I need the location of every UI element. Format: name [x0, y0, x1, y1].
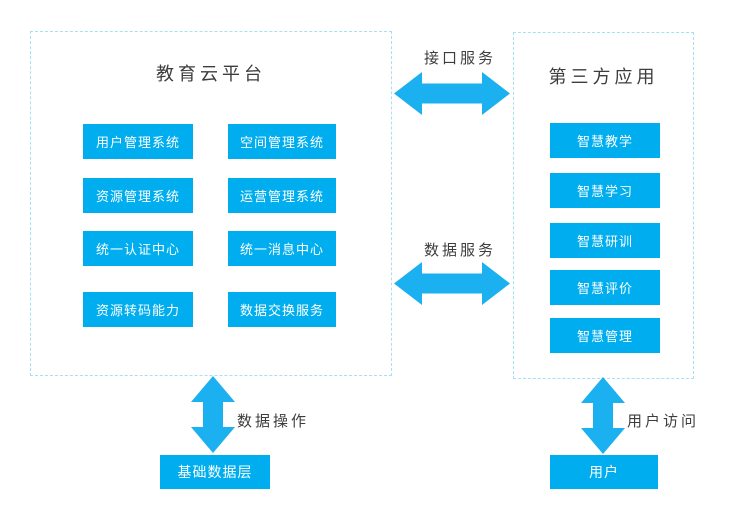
node-user: 用户 — [550, 455, 658, 489]
button-operation-management: 运营管理系统 — [228, 178, 336, 213]
button-auth-center: 统一认证中心 — [83, 231, 193, 266]
button-smart-research: 智慧研训 — [550, 223, 660, 258]
interface-service-double-arrow-icon — [394, 72, 510, 115]
button-user-management: 用户管理系统 — [83, 124, 193, 159]
data-service-double-arrow-icon — [394, 262, 510, 305]
data-operation-double-arrow-icon — [191, 376, 235, 453]
button-transcode-capability: 资源转码能力 — [83, 292, 193, 327]
button-smart-management: 智慧管理 — [550, 318, 660, 353]
button-smart-evaluation: 智慧评价 — [550, 270, 660, 305]
third-party-title: 第三方应用 — [548, 67, 659, 87]
panel-education-cloud: 教育云平台 用户管理系统 空间管理系统 资源管理系统 运营管理系统 统一认证中心… — [30, 31, 392, 376]
user-access-double-arrow-icon — [581, 377, 625, 454]
button-space-management: 空间管理系统 — [228, 124, 336, 159]
button-smart-teaching: 智慧教学 — [550, 123, 660, 158]
user-access-label: 用户访问 — [627, 414, 700, 430]
button-data-exchange: 数据交换服务 — [228, 292, 336, 327]
education-cloud-title: 教育云平台 — [156, 64, 266, 84]
button-resource-management: 资源管理系统 — [83, 178, 193, 213]
panel-third-party-apps: 第三方应用 智慧教学 智慧学习 智慧研训 智慧评价 智慧管理 — [513, 32, 694, 379]
node-base-data-layer: 基础数据层 — [160, 455, 270, 489]
interface-service-label: 接口服务 — [423, 51, 496, 67]
button-message-center: 统一消息中心 — [228, 231, 336, 266]
button-smart-learning: 智慧学习 — [550, 173, 660, 208]
data-operation-label: 数据操作 — [237, 414, 310, 430]
data-service-label: 数据服务 — [423, 243, 496, 259]
